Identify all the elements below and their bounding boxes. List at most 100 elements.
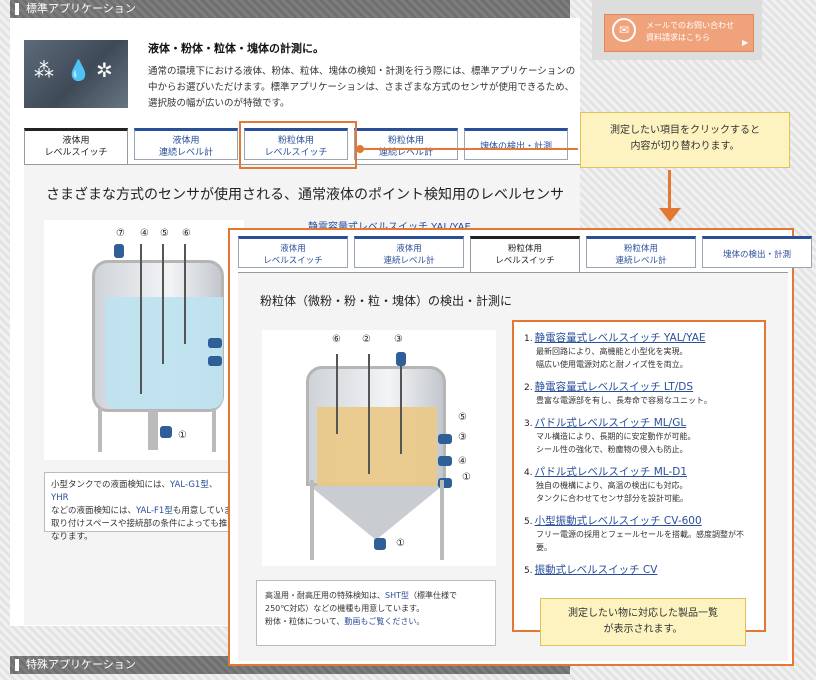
- fg-tab-bar: 液体用レベルスイッチ 液体用連続レベル計 粉粒体用レベルスイッチ 粉粒体用連続レ…: [238, 236, 812, 272]
- bg-tab-powder-switch[interactable]: 粉粒体用レベルスイッチ: [244, 128, 348, 160]
- note-text: も用意していま: [172, 506, 233, 516]
- contact-button-label: メールでのお問い合わせ資料請求はこちら: [646, 21, 734, 42]
- list-item: 5.小型振動式レベルスイッチ CV-600 フリー電源の採用とフェールセールを搭…: [524, 513, 756, 554]
- bg-tab-bulk-solids[interactable]: 塊体の検出・計測: [464, 128, 568, 160]
- product-list: 1.静電容量式レベルスイッチ YAL/YAE 最新回路により、高機能と小型化を実…: [512, 320, 766, 632]
- chevron-right-icon: ▶: [742, 38, 749, 47]
- note-link[interactable]: YAL-G1型、YHR: [51, 480, 218, 503]
- outlet-pipe: [148, 410, 158, 450]
- product-desc: 独自の機構により、高温の検出にも対応。: [536, 481, 688, 490]
- product-desc: タンクに合わせてセンサ部分を設計可能。: [536, 494, 688, 503]
- bg-note-box: 小型タンクでの液面検知には、YAL-G1型、YHR などの液面検知には、YAL-…: [44, 472, 240, 542]
- granules-icon: ⁂: [34, 58, 54, 82]
- product-desc: 豊富な電源部を有し、長寿命で容易なユニット。: [536, 396, 712, 405]
- product-desc: 幅広い使用電源対応と耐ノイズ性を両立。: [536, 360, 688, 369]
- highlight-frame: [239, 121, 357, 169]
- list-item: 4.パドル式レベルスイッチ ML-D1 独自の機構により、高温の検出にも対応。 …: [524, 464, 756, 505]
- fg-note-box: 高温用・耐高圧用の特殊検知は、SHT型（標準仕様で 250℃対応）などの機種も用…: [256, 580, 496, 646]
- fg-panel-heading: 粉粒体（微粉・粉・粒・塊体）の検出・計測に: [260, 294, 513, 308]
- sensor-probe: [400, 354, 402, 454]
- product-index: 4.: [524, 468, 533, 478]
- diagram-number: ⑤: [160, 228, 169, 239]
- arrow-down-icon: [668, 170, 671, 210]
- bg-panel-heading: さまざまな方式のセンサが使用される、通常液体のポイント検知用のレベルセンサ: [46, 187, 564, 203]
- product-index: 5.: [524, 566, 533, 576]
- note-text: 粉体・粒体について、: [265, 617, 345, 626]
- note-text: 取り付けスペースや接続部の条件によっても推: [51, 519, 228, 529]
- note-link[interactable]: YAL-F1型: [136, 506, 173, 516]
- callout-list-hint: 測定したい物に対応した製品一覧が表示されます。: [540, 598, 746, 646]
- diagram-number: ⑤: [458, 412, 467, 423]
- product-desc: 最新回路により、高機能と小型化を実現。: [536, 347, 688, 356]
- note-text: （標準仕様で: [408, 591, 457, 600]
- diagram-number: ③: [458, 432, 467, 443]
- sensor-head: [160, 426, 172, 438]
- list-item: 3.パドル式レベルスイッチ ML/GL マル構造により、長期的に安定動作が可能。…: [524, 415, 756, 456]
- diagram-number: ⑥: [332, 334, 341, 345]
- sensor-probe: [368, 354, 370, 474]
- fg-tab-bulk-solids[interactable]: 塊体の検出・計測: [702, 236, 812, 268]
- product-link[interactable]: 振動式レベルスイッチ CV: [534, 564, 658, 576]
- tank-leg: [212, 408, 216, 452]
- diagram-number: ④: [458, 456, 467, 467]
- tank-leg: [98, 408, 102, 452]
- sensor-head: [438, 434, 452, 444]
- bg-tab-powder-continuous[interactable]: 粉粒体用連続レベル計: [354, 128, 458, 160]
- list-item: 5.振動式レベルスイッチ CV: [524, 562, 756, 577]
- diagram-number: ①: [462, 472, 471, 483]
- diagram-number: ④: [140, 228, 149, 239]
- diagram-number: ⑥: [182, 228, 191, 239]
- diagram-number: ⑦: [116, 228, 125, 239]
- sensor-probe: [336, 354, 338, 434]
- product-desc: フリー電源の採用とフェールセールを搭載。感度調整が不要。: [536, 530, 744, 552]
- sensor-head: [396, 352, 406, 366]
- fg-tab-powder-continuous[interactable]: 粉粒体用連続レベル計: [586, 236, 696, 268]
- liquid-tank-diagram: ⑦ ④ ⑤ ⑥ ①: [44, 220, 244, 460]
- droplet-icon: 💧: [66, 58, 91, 82]
- product-index: 5.: [524, 517, 533, 527]
- background-tab-bar: 液体用レベルスイッチ 液体用連続レベル計 粉粒体用レベルスイッチ 粉粒体用連続レ…: [24, 128, 568, 164]
- diagram-number: ②: [362, 334, 371, 345]
- product-desc: マル構造により、長期的に安定動作が可能。: [536, 432, 696, 441]
- sensor-probe: [184, 244, 186, 344]
- product-link[interactable]: 静電容量式レベルスイッチ YAL/YAE: [534, 332, 706, 344]
- hopper-shell: [306, 366, 446, 487]
- chunks-icon: ✲: [96, 58, 113, 82]
- bg-tab-liquid-switch[interactable]: 液体用レベルスイッチ: [24, 128, 128, 164]
- product-link[interactable]: パドル式レベルスイッチ ML/GL: [534, 417, 687, 429]
- note-text: 高温用・耐高圧用の特殊検知は、: [265, 591, 385, 600]
- note-text: なります。: [51, 532, 93, 542]
- diagram-number: ①: [396, 538, 405, 549]
- powder-tank-diagram: ⑥ ② ③ ⑤ ③ ④ ① ①: [262, 330, 496, 566]
- list-item: 2.静電容量式レベルスイッチ LT/DS 豊富な電源部を有し、長寿命で容易なユニ…: [524, 379, 756, 407]
- diagram-number: ③: [394, 334, 403, 345]
- bg-tab-liquid-continuous[interactable]: 液体用連続レベル計: [134, 128, 238, 160]
- product-link[interactable]: 静電容量式レベルスイッチ LT/DS: [534, 381, 694, 393]
- sensor-head: [438, 478, 452, 488]
- fg-tab-liquid-switch[interactable]: 液体用レベルスイッチ: [238, 236, 348, 268]
- hero-image: ⁂ 💧 ✲: [24, 40, 128, 108]
- note-link[interactable]: SHT型: [385, 591, 409, 600]
- sensor-head: [208, 338, 222, 348]
- section-header-standard: 標準アプリケーション: [10, 0, 570, 18]
- fg-tab-liquid-continuous[interactable]: 液体用連続レベル計: [354, 236, 464, 268]
- product-desc: シール性の強化で、粉塵物の侵入も防止。: [536, 445, 688, 454]
- note-text: 小型タンクでの液面検知には、: [51, 480, 171, 490]
- fg-tab-powder-switch[interactable]: 粉粒体用レベルスイッチ: [470, 236, 580, 272]
- liquid-fill: [105, 297, 223, 409]
- hero-description: 通常の環境下における液体、粉体、粒体、塊体の検知・計測を行う際には、標準アプリケ…: [148, 66, 576, 109]
- product-link[interactable]: パドル式レベルスイッチ ML-D1: [534, 466, 688, 478]
- mail-icon: ✉: [612, 18, 636, 42]
- video-link[interactable]: 動画もご覧ください。: [344, 617, 425, 626]
- diagram-number: ①: [178, 430, 187, 441]
- sensor-probe: [162, 244, 164, 364]
- connector-line: [360, 148, 578, 150]
- hopper-leg: [310, 480, 314, 560]
- product-index: 3.: [524, 419, 533, 429]
- bg-product-link[interactable]: 静電容量式レベルスイッチ YAL/YAE: [308, 218, 471, 233]
- powder-fill: [317, 407, 437, 487]
- tank-shell: [92, 260, 224, 412]
- hopper-leg: [440, 480, 444, 560]
- hero-title: 液体・粉体・粒体・塊体の計測に。: [148, 42, 324, 55]
- product-link[interactable]: 小型振動式レベルスイッチ CV-600: [534, 515, 702, 527]
